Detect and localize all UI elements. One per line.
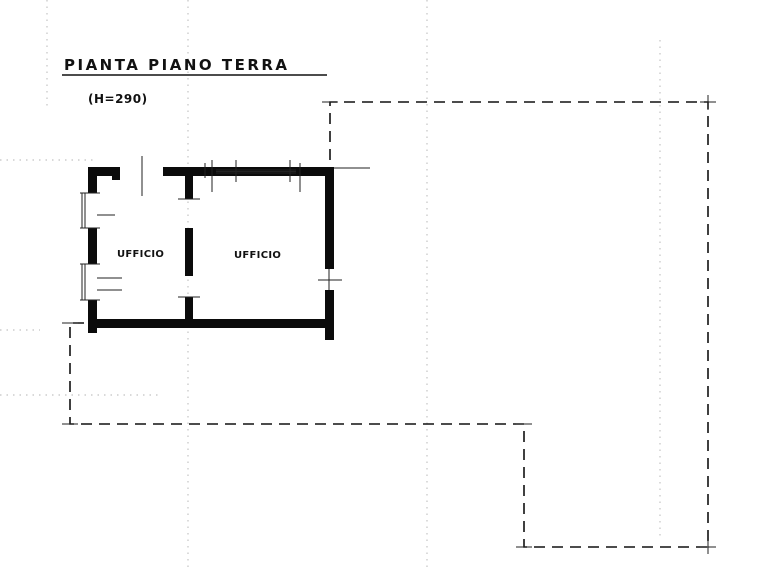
wall-left-upper [88, 167, 97, 193]
openings [80, 156, 370, 301]
wall-left-middle [88, 228, 97, 264]
construction-guides [0, 0, 661, 569]
height-note: (H=290) [88, 92, 148, 106]
wall-right-lower [325, 290, 334, 340]
building-outline-dashed [62, 95, 716, 554]
partition-middle [185, 228, 193, 276]
room-label-ufficio-left: UFFICIO [117, 249, 164, 260]
partition-upper [185, 167, 193, 199]
wall-right-upper [325, 167, 334, 269]
wall-left-lower [88, 300, 97, 333]
partition-lower [185, 297, 193, 328]
room-labels: UFFICIO UFFICIO [117, 249, 281, 261]
room-label-ufficio-right: UFFICIO [234, 250, 281, 261]
wall-bottom [88, 319, 334, 328]
drawing-title: PIANTA PIANO TERRA [64, 56, 290, 74]
title-block: PIANTA PIANO TERRA (H=290) [62, 56, 327, 106]
wall-top-left [88, 167, 120, 176]
